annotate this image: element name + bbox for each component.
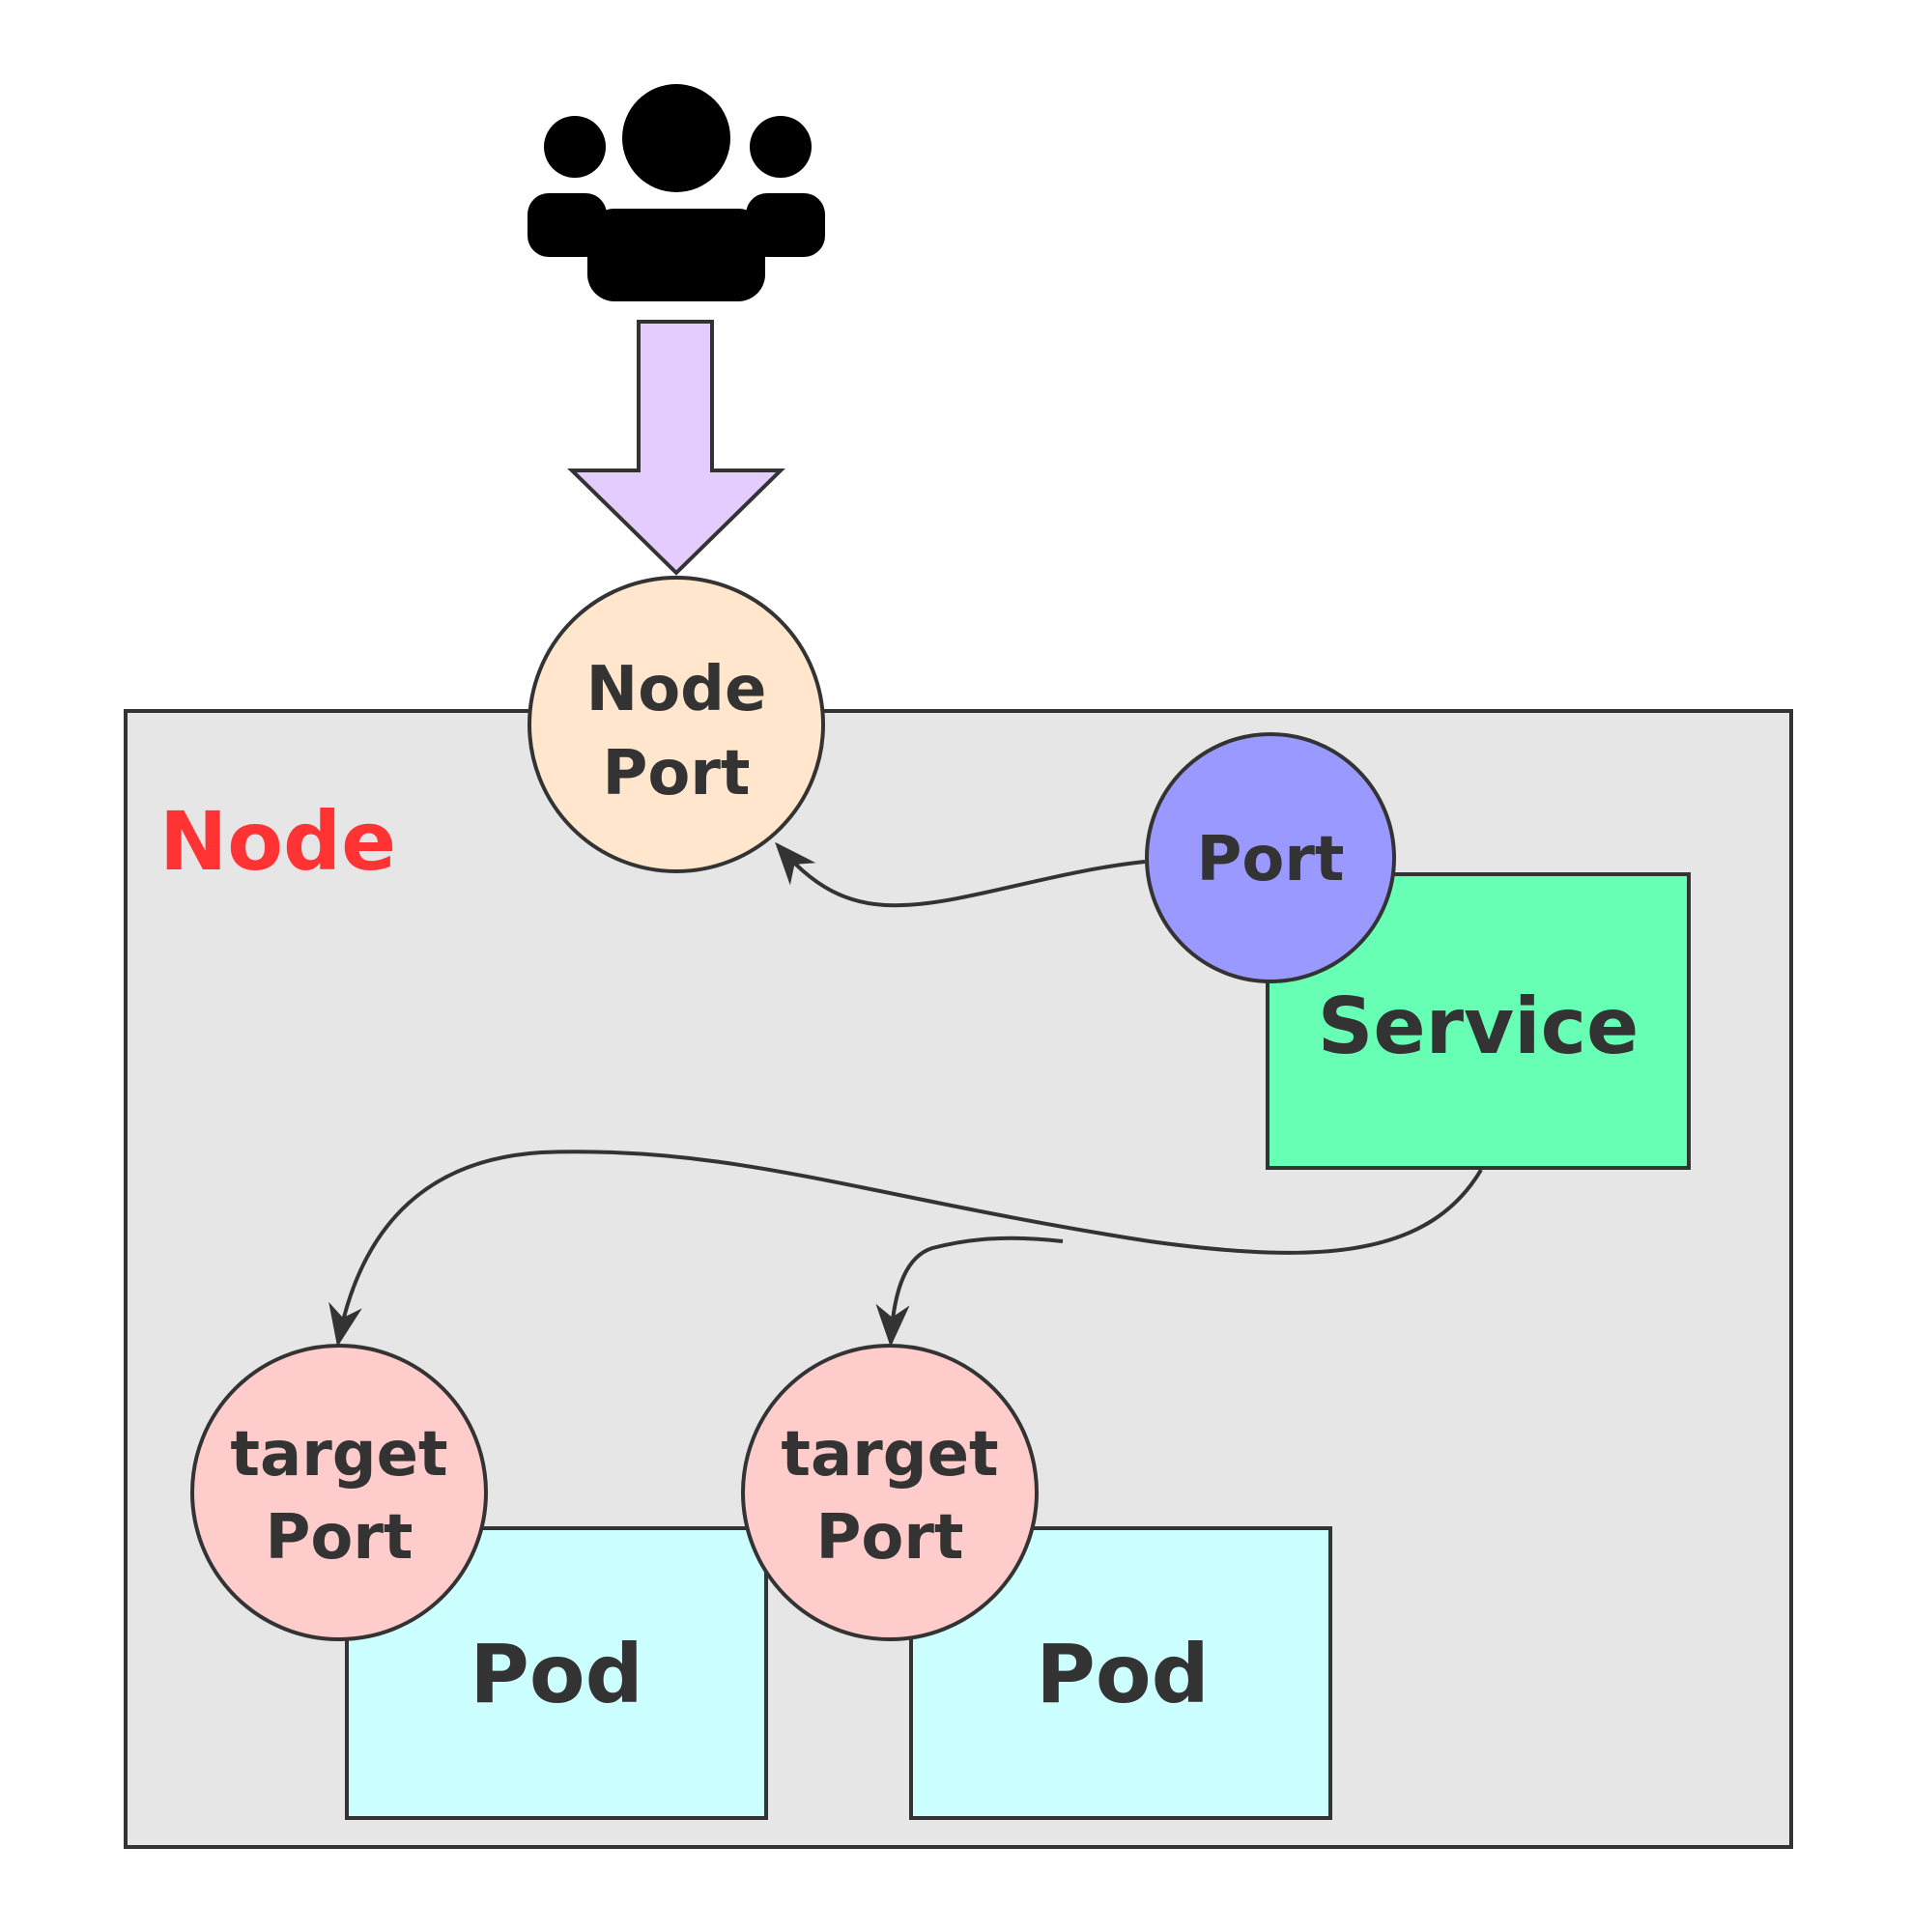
node-port-label-line1: Node [586, 654, 767, 725]
service-label: Service [1318, 981, 1640, 1071]
service-port-circle [1145, 732, 1396, 983]
users-icon [528, 84, 825, 301]
service-to-target-port-1-arrow [328, 1150, 1483, 1348]
down-arrow-icon [567, 320, 785, 576]
target-port-label-1-line1: target [230, 1419, 447, 1491]
port-to-nodeport-arrow [775, 841, 1146, 908]
pod-label-2: Pod [1036, 1627, 1209, 1721]
target-port-circle-1 [190, 1344, 488, 1641]
node-port-label-line2: Port [602, 738, 750, 810]
node-box-label: Node [159, 794, 396, 889]
node-port-circle [528, 576, 825, 873]
service-to-target-port-2-arrow [875, 1236, 1064, 1348]
service-port-label: Port [1196, 824, 1344, 895]
target-port-circle-2 [741, 1344, 1039, 1641]
pod-label-1: Pod [470, 1627, 642, 1721]
target-port-label-1-line2: Port [265, 1502, 413, 1574]
target-port-label-2-line1: target [781, 1419, 998, 1491]
target-port-label-2-line2: Port [815, 1502, 963, 1574]
